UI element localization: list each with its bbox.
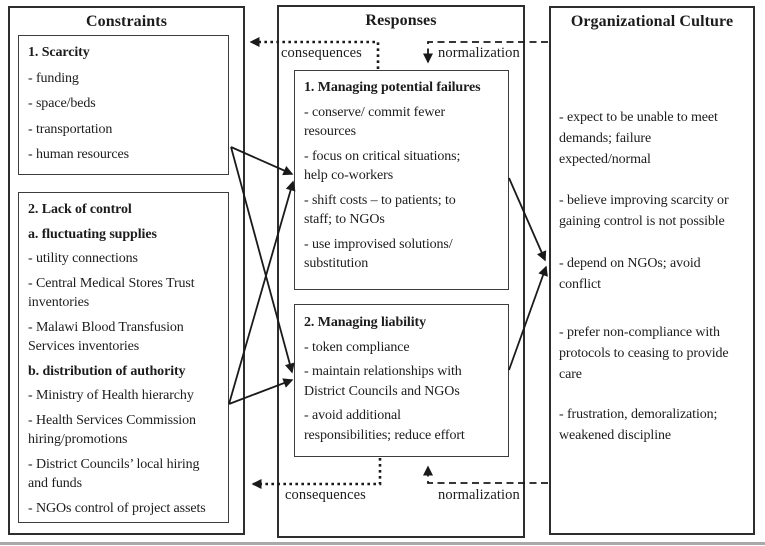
managing-potential-failures-box: 1. Managing potential failures - conserv…	[294, 70, 509, 290]
list-item: - prefer non-compliance with protocols t…	[559, 325, 729, 382]
managing-liability-box: 2. Managing liability - token compliance…	[294, 304, 509, 457]
list-item: - transportation	[28, 121, 113, 137]
list-item: - maintain relationships with District C…	[304, 364, 462, 399]
list-item: - NGOs control of project assets	[28, 500, 206, 516]
list-item: - expect to be unable to meet demands; f…	[559, 110, 718, 167]
normalization-label-top: normalization	[438, 45, 520, 61]
list-item: - funding	[28, 70, 79, 86]
list-item: - human resources	[28, 147, 129, 162]
figure-bottom-edge	[0, 542, 765, 545]
list-item: - Ministry of Health hierarchy	[28, 388, 194, 403]
list-item: - Central Medical Stores Trust inventori…	[28, 275, 195, 311]
consequences-label-bottom: consequences	[285, 487, 366, 503]
constraints-column-title: Constraints	[85, 13, 168, 30]
list-item: - avoid additional responsibilities; red…	[304, 408, 465, 443]
responses-column-title: Responses	[365, 12, 437, 29]
managing-potential-failures-title: 1. Managing potential failures	[304, 80, 481, 95]
list-item: - frustration, demoralization; weakened …	[559, 407, 718, 443]
lack-of-control-box: 2. Lack of control a. fluctuating suppli…	[18, 192, 229, 523]
culture-column: Organizational Culture	[549, 6, 755, 535]
scarcity-box: 1. Scarcity - funding - space/beds - tra…	[18, 35, 229, 175]
list-item: - shift costs – to patients; to staff; t…	[304, 192, 456, 228]
list-item: - Malawi Blood Transfusion Services inve…	[28, 319, 184, 355]
culture-column-title: Organizational Culture	[570, 13, 734, 30]
list-item: - utility connections	[28, 251, 138, 266]
list-item: - depend on NGOs; avoid conflict	[559, 256, 701, 292]
fluctuating-supplies-subtitle: a. fluctuating supplies	[28, 226, 157, 242]
list-item: - believe improving scarcity or gaining …	[559, 193, 729, 229]
list-item: - space/beds	[28, 96, 96, 111]
managing-liability-title: 2. Managing liability	[304, 315, 426, 330]
list-item: - use improvised solutions/ substitution	[304, 236, 453, 272]
list-item: - focus on critical situations; help co-…	[304, 148, 461, 184]
lack-of-control-box-title: 2. Lack of control	[28, 202, 132, 217]
consequences-label-top: consequences	[281, 45, 362, 61]
list-item: - token compliance	[304, 339, 410, 355]
normalization-label-bottom: normalization	[438, 487, 520, 503]
scarcity-box-title: 1. Scarcity	[28, 45, 90, 60]
list-item: - District Councils’ local hiring and fu…	[28, 456, 200, 492]
list-item: - conserve/ commit fewer resources	[304, 104, 446, 140]
list-item: - Health Services Commission hiring/prom…	[28, 412, 196, 448]
distribution-of-authority-subtitle: b. distribution of authority	[28, 363, 186, 379]
